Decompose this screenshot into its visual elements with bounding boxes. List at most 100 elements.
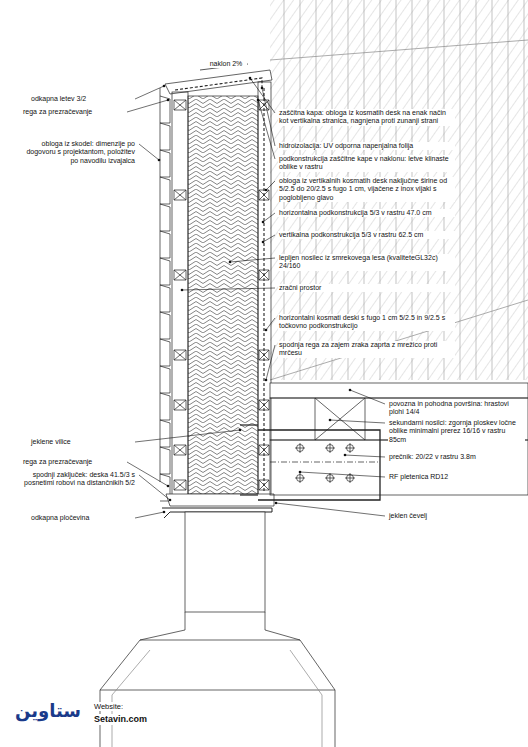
leader-dot <box>257 99 260 102</box>
callout-label: zračni prostor <box>278 284 455 292</box>
callout-label: zaščitna kapa: obloga iz kosmatih desk n… <box>278 109 455 126</box>
leader-line <box>139 475 170 500</box>
leader-line <box>266 345 275 380</box>
leader-dot <box>344 454 347 457</box>
leader-line <box>266 181 275 190</box>
callout-label: povozna in pohodna površina: hrastovi pl… <box>388 400 525 417</box>
leader-line <box>300 472 385 477</box>
shingles <box>160 96 170 501</box>
batten <box>259 400 269 410</box>
leader-line <box>250 78 275 113</box>
batten <box>174 350 186 360</box>
footing-edge <box>112 650 322 747</box>
leader-line <box>127 100 168 112</box>
rf-rod <box>270 462 380 463</box>
bolt-axis <box>325 473 335 483</box>
steel-fork <box>240 424 258 425</box>
batten <box>259 190 269 200</box>
leader-line <box>135 430 240 442</box>
glulam-core <box>188 96 258 494</box>
leader-dot <box>181 289 184 292</box>
battens <box>174 100 269 490</box>
leader-line <box>263 213 275 222</box>
leader-dot <box>239 429 242 432</box>
watermark: ستاوین <box>14 700 78 722</box>
callout-label: spodnji zaključek: deska 41.5/3 s posnet… <box>22 471 136 488</box>
footing <box>100 612 335 747</box>
batten <box>174 480 186 490</box>
leader-dot <box>167 99 170 102</box>
leader-dot <box>265 379 268 382</box>
leader-dot <box>275 502 278 505</box>
batten <box>174 400 186 410</box>
bolts <box>240 425 355 495</box>
leader-line <box>135 86 164 99</box>
callout-label: obloga iz vertikalnih kosmatih desk nakl… <box>278 177 455 202</box>
batten <box>174 100 186 110</box>
shingle <box>160 285 170 312</box>
shingle <box>160 366 170 393</box>
shingle <box>160 258 170 285</box>
leader-dot <box>265 189 268 192</box>
membrane-cap <box>175 78 262 90</box>
callout-label: sekundarni nosilci: zgornja ploskev ločn… <box>388 419 525 444</box>
callout-label: rega za prezračevanje <box>22 108 124 116</box>
bridge-background <box>270 0 528 380</box>
beam-section <box>315 398 365 440</box>
leader-dot <box>262 221 265 224</box>
callout-label: RF pletenica RD12 <box>388 473 525 481</box>
callout-label: podkonstrukcija zaščitne kape v naklonu:… <box>278 155 455 172</box>
leader-line <box>230 258 275 262</box>
batten <box>174 270 186 280</box>
shingle <box>160 339 170 366</box>
callout-label: prečnik: 20/22 v rastru 3.8m <box>388 453 525 461</box>
membrane-inner <box>263 88 264 492</box>
shingle <box>160 123 170 150</box>
shingle <box>160 150 170 177</box>
callout-label: horizontalni kosmati deski s fugo 1 cm 5… <box>278 314 455 331</box>
shingle <box>160 96 170 123</box>
callout-label: hidroizolacija: UV odporna napenjalna fo… <box>278 142 455 150</box>
leader-dot <box>265 329 268 332</box>
bolt-axis <box>345 443 355 453</box>
callout-label: vertikalna podkonstrukcija 5/3 v rastru … <box>278 231 455 239</box>
batten <box>174 190 186 200</box>
leader-dot <box>299 471 302 474</box>
bolt-axis <box>325 443 335 453</box>
steel-fork <box>240 494 258 495</box>
leader-dot <box>158 159 161 162</box>
leader-line <box>263 235 275 242</box>
leader-dot <box>167 485 170 488</box>
inner-cladding <box>258 82 271 498</box>
leader-line <box>182 288 275 290</box>
shingle <box>160 177 170 204</box>
batten <box>259 350 269 360</box>
leader-dot <box>229 261 232 264</box>
batten <box>174 445 186 455</box>
batten <box>259 270 269 280</box>
callout-label: lepljen nosilec iz smrekovega lesa (kval… <box>278 254 455 271</box>
leader-line <box>266 318 275 330</box>
batten <box>259 480 269 490</box>
leader-line <box>330 420 385 423</box>
leader-line <box>139 144 159 160</box>
bolt-axis <box>295 473 305 483</box>
leader-line <box>258 100 275 159</box>
steel-shoe <box>258 430 380 500</box>
leader-line <box>276 503 385 516</box>
leader-dot <box>329 419 332 422</box>
callout-label: horizontalna podkonstrukcija 5/3 v rastr… <box>278 209 455 217</box>
leader-dot <box>349 389 352 392</box>
cap-board <box>165 70 272 94</box>
shingle <box>160 447 170 474</box>
cross-beam <box>270 440 528 495</box>
bridge-hatch <box>270 0 528 380</box>
deck-planks <box>270 383 528 398</box>
watermark: Website: <box>93 702 155 711</box>
callout-label: rega za prezračevanje <box>22 458 124 466</box>
batten <box>259 445 269 455</box>
shingle <box>160 231 170 258</box>
leader-line <box>345 455 385 457</box>
callout-label: spodnja rega za zajem zraka zaprta z mre… <box>278 341 455 358</box>
callout-label: jeklene vilice <box>30 438 132 446</box>
